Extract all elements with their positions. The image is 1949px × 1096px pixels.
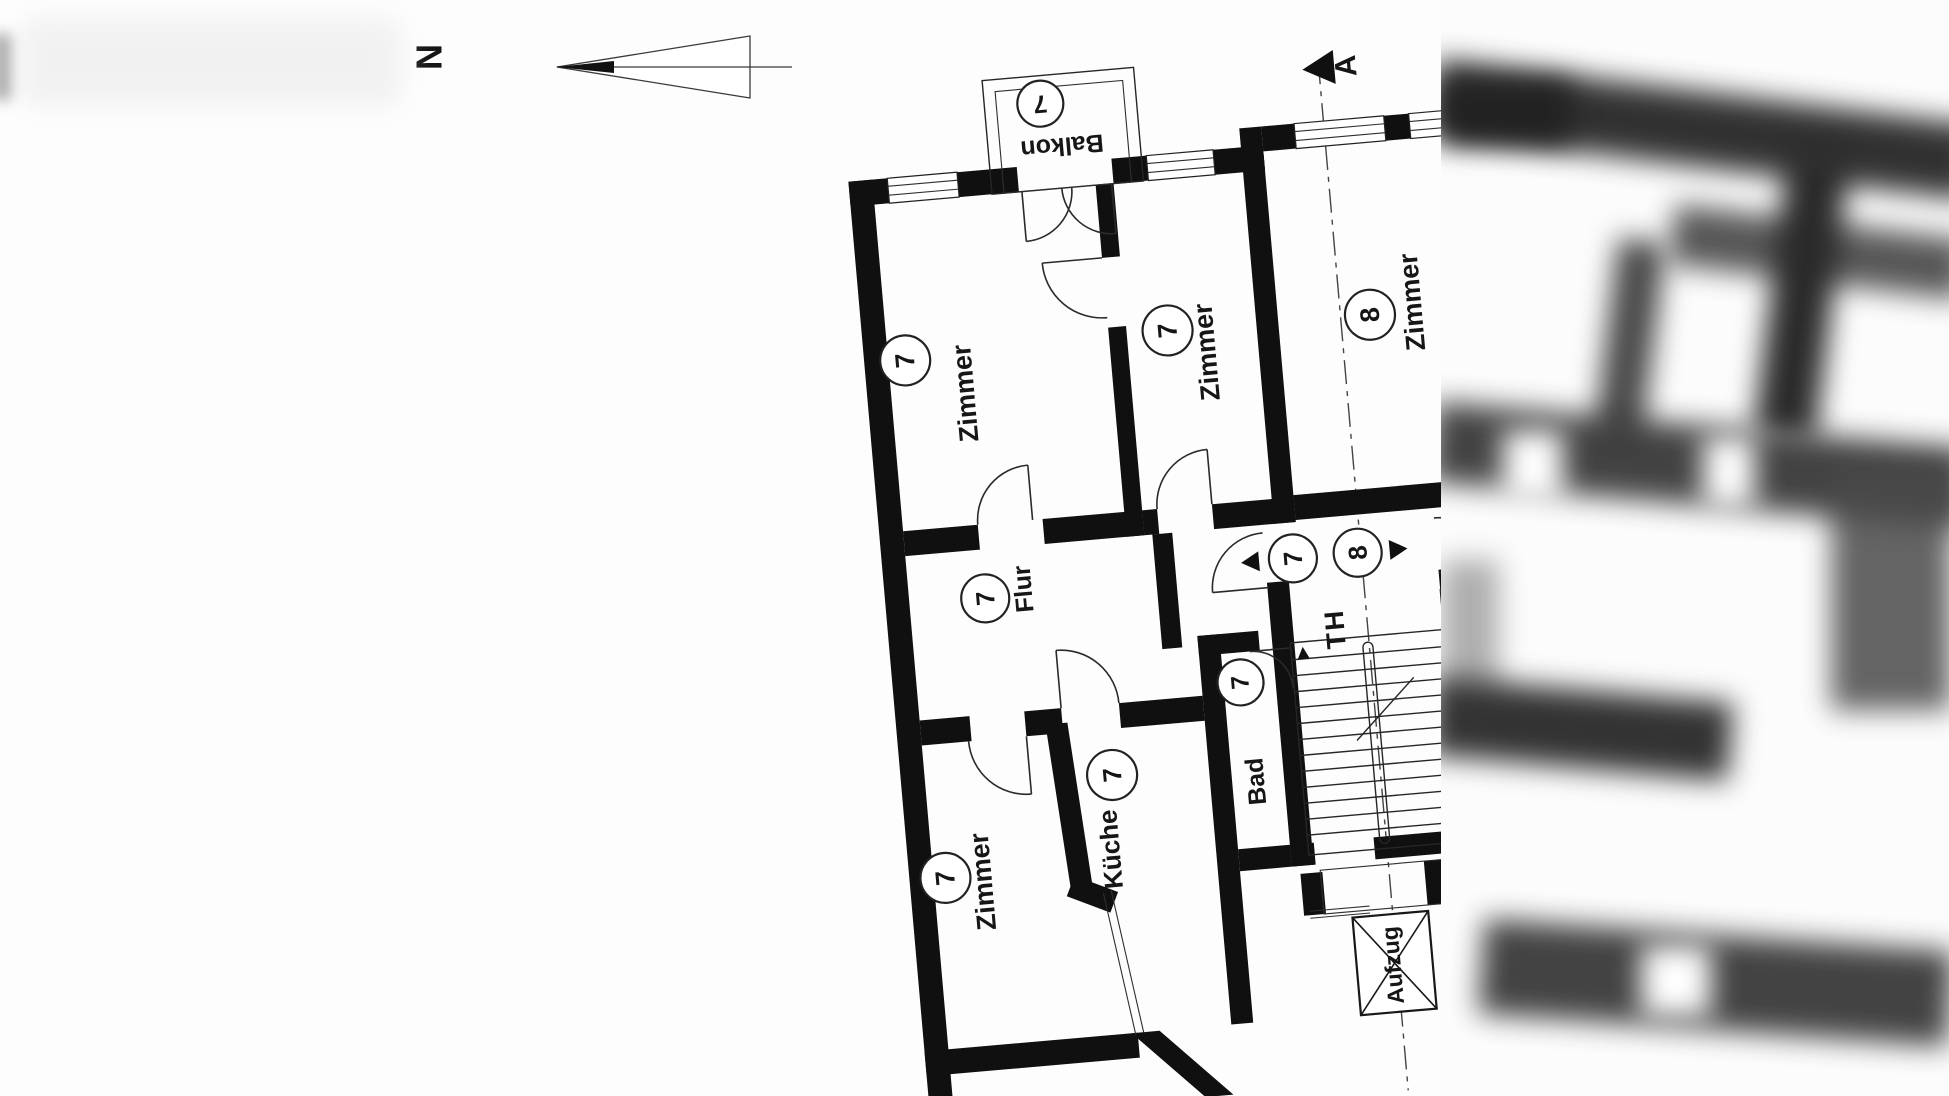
- door-direction-left-icon: [1241, 551, 1260, 572]
- room-number: 7: [890, 352, 921, 370]
- window: [886, 171, 960, 204]
- room-label: Zimmer: [1393, 252, 1431, 352]
- north-arrow-tip: [556, 61, 614, 73]
- room-bad: 7 Bad: [1216, 658, 1272, 806]
- stair-direction-line: [1356, 676, 1415, 741]
- room-zimmer-sw: 7 Zimmer: [919, 831, 1002, 932]
- balcony-number: 7: [1032, 89, 1048, 118]
- door: [976, 464, 1034, 525]
- room-label: Bad: [1240, 757, 1272, 806]
- door: [1041, 257, 1108, 319]
- room-zimmer-ne: 8 Zimmer: [1343, 252, 1431, 352]
- plan-rotated-group: A: [848, 49, 1503, 1096]
- blurred-smudge-left-edge: [0, 34, 10, 100]
- room-label: Küche: [1092, 808, 1129, 890]
- section-marker-icon: [1302, 49, 1336, 84]
- door: [1249, 647, 1294, 688]
- north-arrow: N: [409, 35, 792, 99]
- balcony-label: Balkon: [1019, 128, 1104, 163]
- back-door-window: [1309, 905, 1371, 919]
- glazed-partition: [1102, 890, 1145, 1036]
- room-number: 8: [1354, 306, 1385, 324]
- blurred-region-right: [1441, 0, 1949, 1096]
- window: [1145, 149, 1216, 182]
- stairwell-label: TH: [1319, 608, 1352, 650]
- window: [1293, 115, 1387, 150]
- elevator: Aufzug: [1351, 909, 1438, 1017]
- balcony-double-door: [1021, 183, 1117, 243]
- door: [1055, 649, 1120, 709]
- stairs: [1289, 628, 1464, 915]
- room-number: 7: [970, 590, 1001, 607]
- room-number: 7: [1152, 322, 1183, 340]
- room-number: 7: [1226, 674, 1255, 690]
- apartment-8-number: 8: [1342, 544, 1373, 561]
- balcony: 7 Balkon: [981, 66, 1145, 195]
- room-number: 7: [1097, 766, 1128, 783]
- balcony-number-circle: [1016, 79, 1065, 128]
- apartment-7-entry-door: [1211, 532, 1268, 594]
- blurred-region-topleft: [18, 16, 403, 108]
- room-kueche: 7 Küche: [1086, 748, 1139, 890]
- stair-up-arrow-icon: [1297, 646, 1310, 660]
- stairwell-labels: 7 8 TH: [1241, 527, 1408, 650]
- elevator-cross-icon: [1360, 910, 1429, 1016]
- compass-n-label: N: [409, 44, 450, 70]
- room-zimmer-n: 7 Zimmer: [1141, 302, 1226, 402]
- room-label: Zimmer: [964, 831, 1002, 931]
- room-label: Zimmer: [1187, 302, 1225, 402]
- room-zimmer-nw: 7 Zimmer: [879, 334, 984, 443]
- room-flur: 7 Flur: [960, 564, 1040, 624]
- room-number: 7: [930, 869, 961, 887]
- door-direction-right-icon: [1388, 539, 1408, 560]
- door: [967, 736, 1033, 796]
- room-label: Zimmer: [946, 343, 984, 443]
- door: [1156, 448, 1213, 510]
- stair-handrail: [1362, 641, 1391, 845]
- apartment-7-number: 7: [1277, 550, 1308, 567]
- doors: [967, 183, 1495, 796]
- section-label: A: [1329, 54, 1364, 78]
- room-label: Flur: [1008, 564, 1040, 614]
